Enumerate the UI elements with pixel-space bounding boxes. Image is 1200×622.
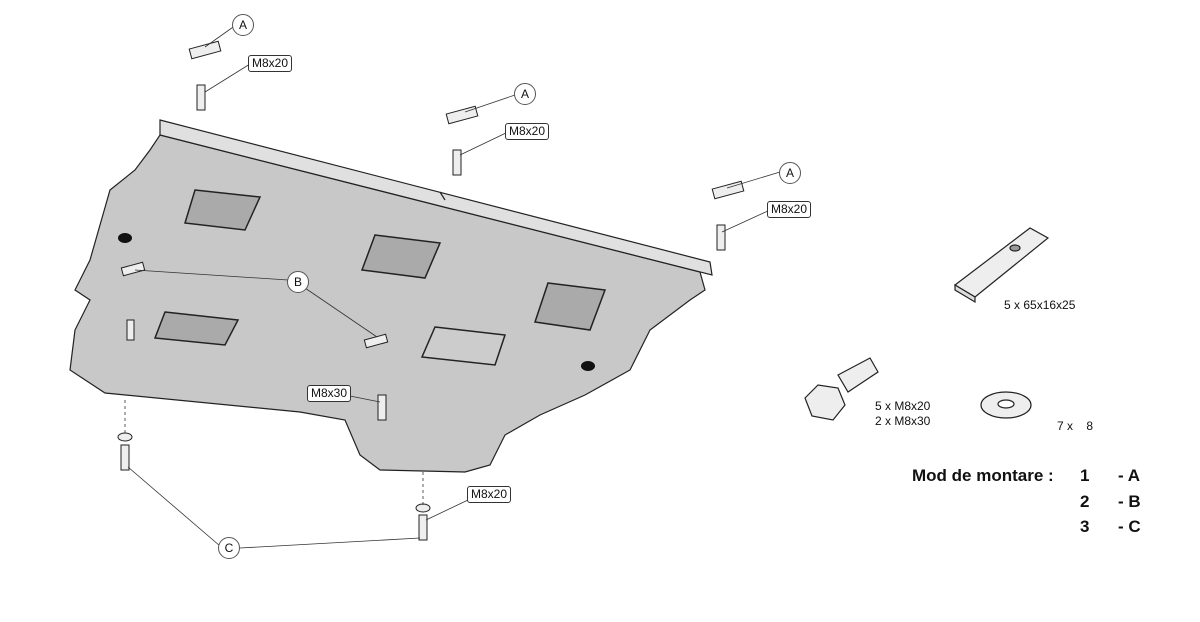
bolt (377, 394, 387, 421)
bracket (188, 40, 222, 60)
legend-num: 2 (1080, 492, 1090, 511)
plate-quantity: 5 x 65x16x25 (1004, 298, 1076, 312)
bolt (418, 514, 428, 541)
callout-c: C (218, 537, 240, 559)
callout-a: A (232, 14, 254, 36)
bracket (120, 261, 146, 277)
legend-letter: - C (1118, 517, 1141, 536)
rail-notch (439, 191, 446, 201)
bolt-label: M8x20 (505, 123, 550, 140)
washer-quantity: 7 x 8 (1057, 419, 1094, 433)
callout-a: A (779, 162, 801, 184)
callout-b: B (287, 271, 309, 293)
bolt (452, 149, 462, 176)
bolt-quantity-m8x30: 2 x M8x30 (875, 414, 931, 428)
plate-recesses (153, 189, 607, 366)
bolt (126, 319, 135, 341)
bolt-label: M8x30 (307, 385, 352, 402)
legend-letter: - A (1118, 466, 1141, 485)
bolt-quantity-m8x20: 5 x M8x20 (875, 399, 931, 413)
bolt (120, 444, 130, 471)
bolt (196, 84, 206, 111)
bolt (716, 224, 726, 251)
bracket (711, 180, 745, 200)
bolt-label: M8x20 (767, 201, 812, 218)
legend-num: 3 (1080, 517, 1090, 536)
callout-a: A (514, 83, 536, 105)
bolt-part (837, 357, 879, 393)
bolt-label: M8x20 (248, 55, 293, 72)
plate-rail (159, 119, 713, 276)
legend-title: Mod de montare : (912, 466, 1054, 485)
bracket (363, 333, 389, 349)
spacer-plate-part (953, 227, 1050, 298)
legend-letter: - B (1118, 492, 1141, 511)
bolt-label: M8x20 (467, 486, 512, 503)
bolt-head (804, 384, 846, 421)
leader-lines (124, 24, 781, 549)
plate-holes (118, 233, 595, 371)
legend-num: 1 (1080, 466, 1090, 485)
